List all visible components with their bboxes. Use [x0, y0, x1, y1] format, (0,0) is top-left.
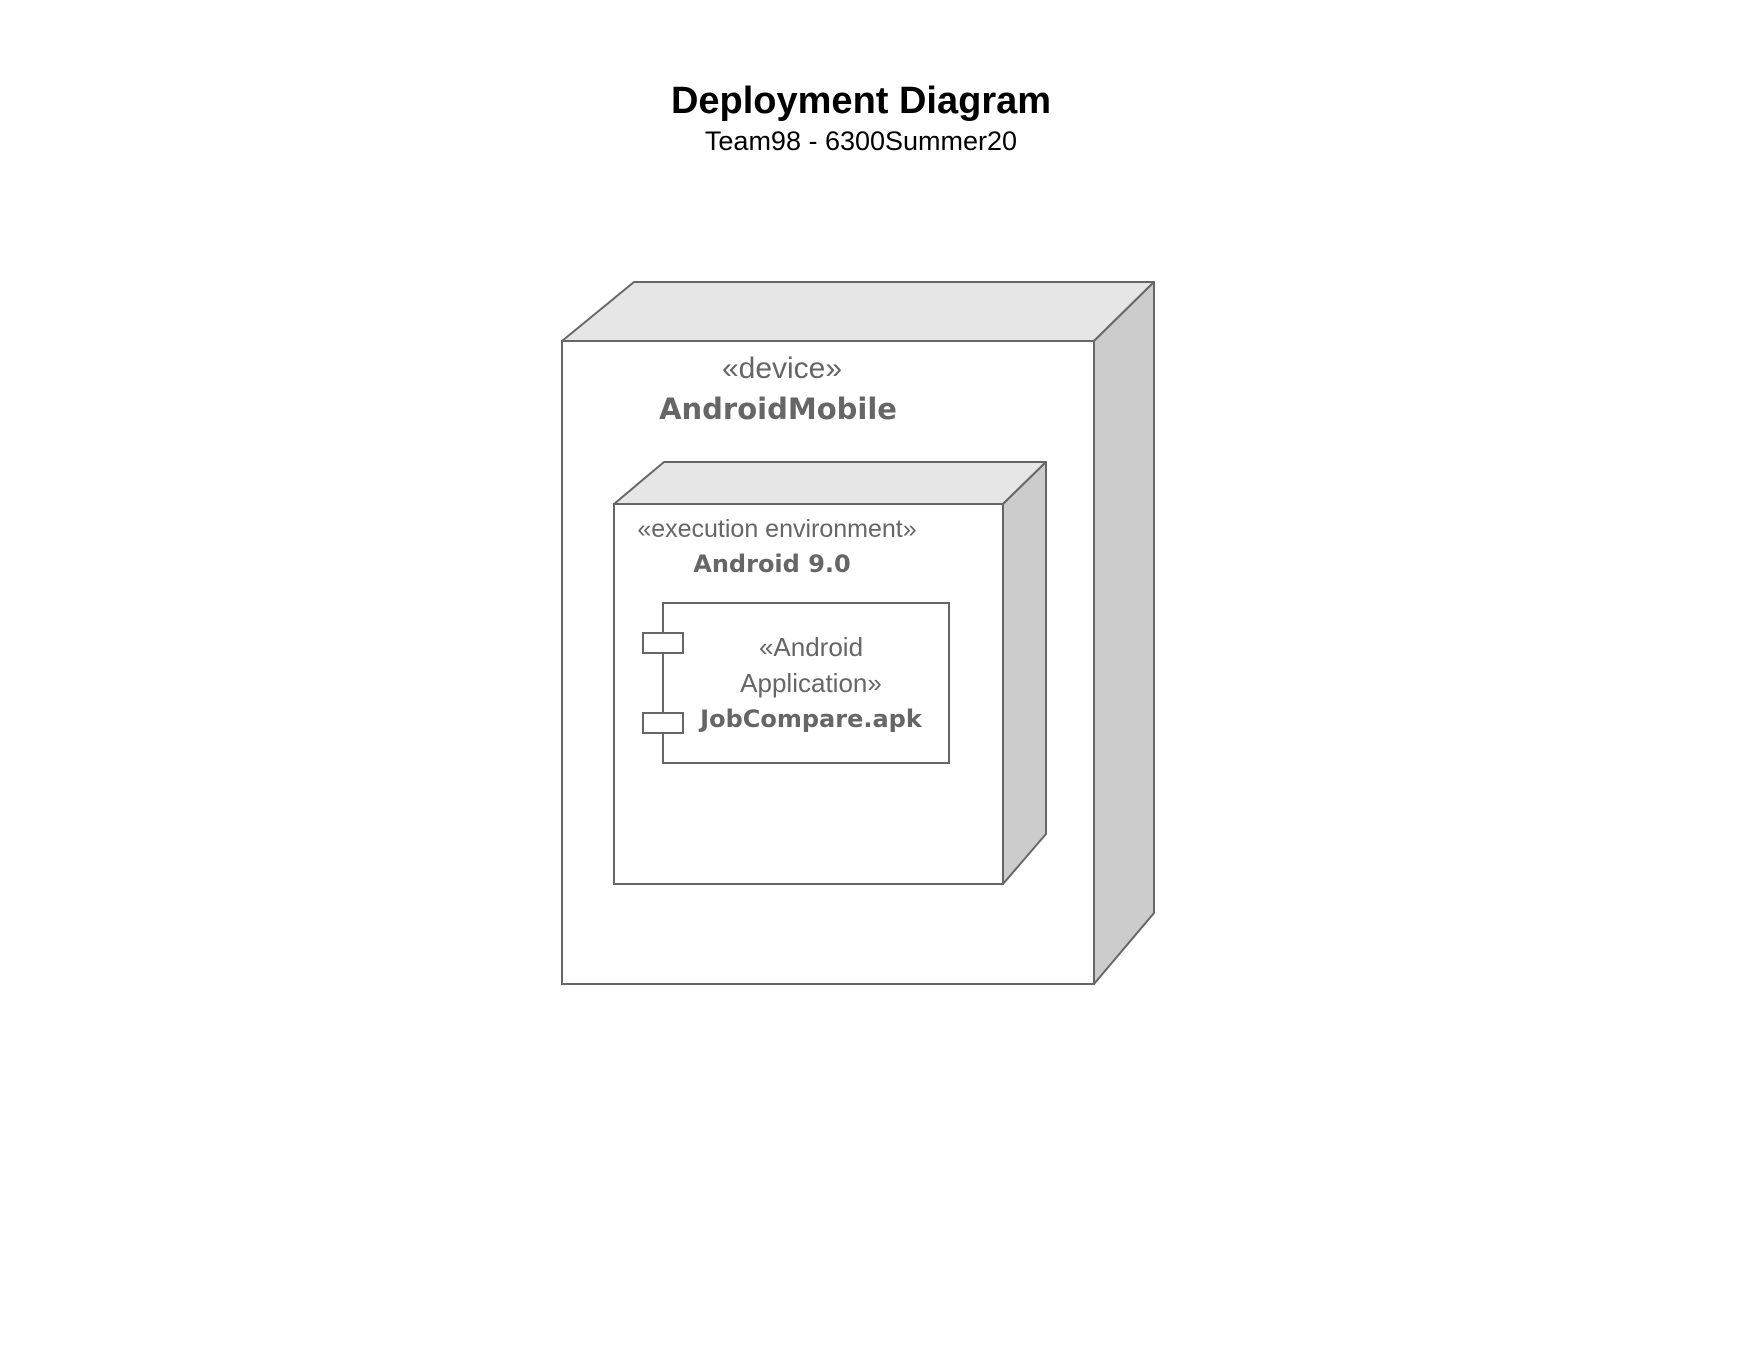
execution-environment-side-face [1002, 461, 1047, 885]
component-port-top [642, 632, 684, 654]
device-node-name: AndroidMobile [659, 392, 897, 426]
component-stereotype-line1: «Android [759, 632, 863, 662]
execution-environment-stereotype: «execution environment» [637, 515, 916, 543]
component-stereotype-line2: Application» [740, 668, 882, 698]
page-subtitle: Team98 - 6300Summer20 [705, 126, 1017, 156]
component-box[interactable]: «Android Application» JobCompare.apk [642, 602, 950, 764]
component-body [662, 602, 950, 764]
component-port-bottom [642, 712, 684, 734]
device-node-stereotype: «device» [722, 352, 842, 385]
execution-environment-top-face [613, 461, 1047, 505]
device-node-top-face [561, 281, 1155, 342]
component-name: JobCompare.apk [698, 705, 923, 733]
execution-environment-name: Android 9.0 [693, 550, 850, 578]
page-title: Deployment Diagram [671, 80, 1051, 122]
device-node-side-face [1093, 281, 1155, 985]
